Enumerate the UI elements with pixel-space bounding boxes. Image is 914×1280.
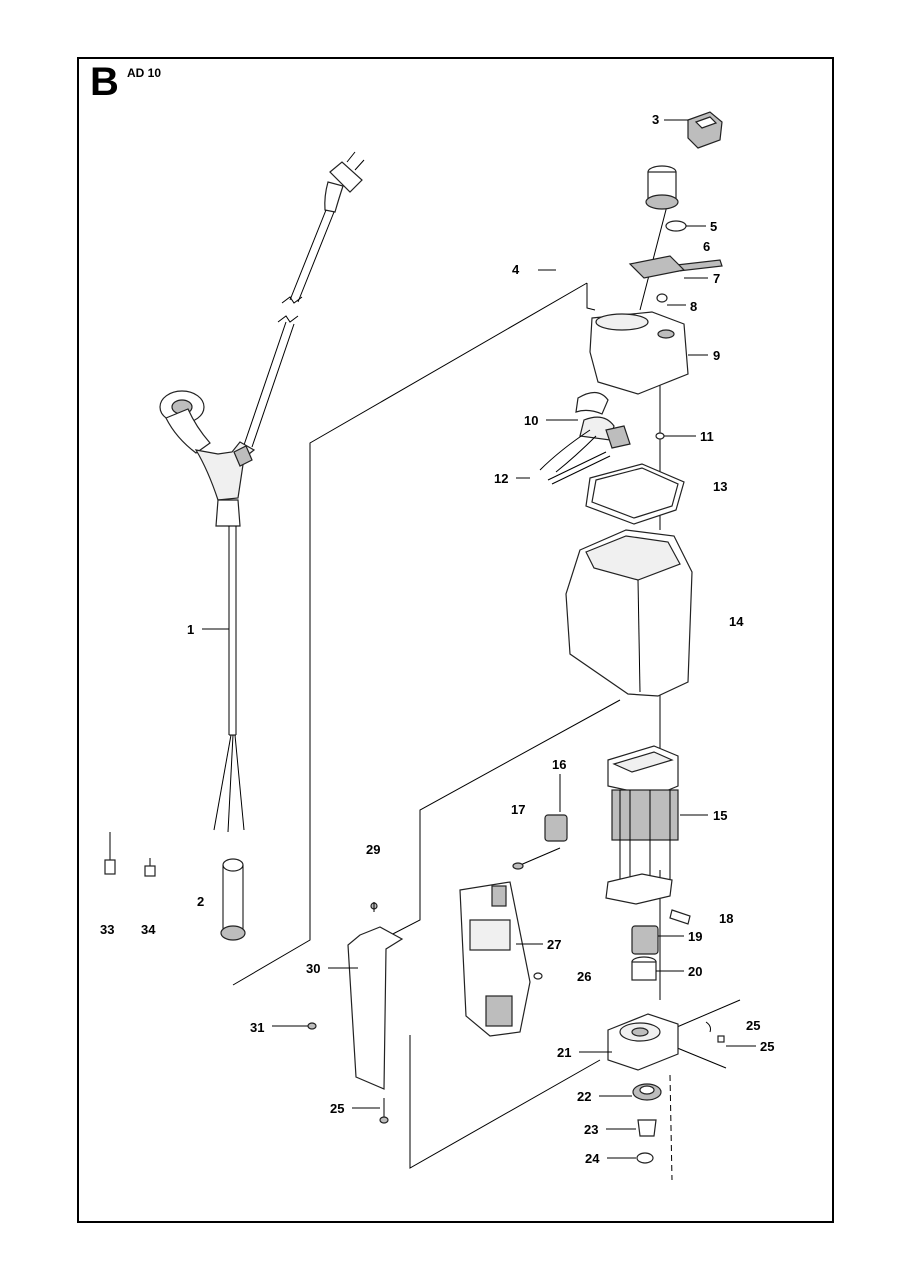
fastener-part-34 — [144, 858, 156, 877]
callout-26: 26 — [577, 969, 591, 984]
clip-parts-25 — [705, 1021, 725, 1043]
callout-14: 14 — [729, 614, 744, 629]
motor-part-15 — [605, 745, 679, 905]
callout-31: 31 — [250, 1020, 264, 1035]
gland-nut — [645, 165, 679, 210]
callout-19: 19 — [688, 929, 702, 944]
callout-5: 5 — [710, 219, 717, 234]
callout-33: 33 — [100, 922, 114, 937]
washer-part-24 — [636, 1152, 654, 1164]
callout-6: 6 — [703, 239, 710, 254]
bearing-part-19 — [631, 925, 659, 955]
screw-part-17 — [512, 847, 561, 870]
callout-12: 12 — [494, 471, 508, 486]
nut-part-8 — [656, 293, 668, 303]
pin-part-18 — [669, 909, 691, 925]
washer-part-5 — [665, 220, 687, 232]
seal-part-22 — [632, 1083, 662, 1101]
circuit-board-part-27 — [459, 881, 543, 1037]
knob-part-3 — [687, 111, 723, 149]
spring-part-12 — [547, 451, 611, 485]
diagram-frame — [77, 57, 834, 1223]
screw-part-31 — [307, 1022, 317, 1030]
callout-3: 3 — [652, 112, 659, 127]
callout-15: 15 — [713, 808, 727, 823]
callout-34: 34 — [141, 922, 156, 937]
capacitor-part-16 — [544, 814, 568, 842]
callout-8: 8 — [690, 299, 697, 314]
callout-16: 16 — [552, 757, 566, 772]
callout-25-bracket: 25 — [330, 1101, 344, 1116]
callout-9: 9 — [713, 348, 720, 363]
sleeve-part-2 — [220, 858, 246, 941]
callout-1: 1 — [187, 622, 194, 637]
section-letter: B — [90, 60, 119, 104]
callout-20: 20 — [688, 964, 702, 979]
callout-2: 2 — [197, 894, 204, 909]
callout-23: 23 — [584, 1122, 598, 1137]
flange-part-21 — [607, 1013, 679, 1071]
callout-24: 24 — [585, 1151, 600, 1166]
gasket-part-13 — [585, 463, 685, 525]
callout-21: 21 — [557, 1045, 571, 1060]
callout-labels: 1 2 3 4 5 6 7 8 9 10 11 12 13 14 15 16 1… — [100, 112, 774, 1166]
callout-25-upper: 25 — [746, 1018, 760, 1033]
screw-part-25-bottom — [379, 1098, 389, 1124]
callout-29: 29 — [366, 842, 380, 857]
callout-22: 22 — [577, 1089, 591, 1104]
callout-18: 18 — [719, 911, 733, 926]
housing-part-14 — [565, 529, 693, 697]
callout-4: 4 — [512, 262, 520, 277]
screw-part-11 — [655, 432, 665, 440]
top-cover-part-9 — [589, 311, 689, 395]
callout-10: 10 — [524, 413, 538, 428]
callout-7: 7 — [713, 271, 720, 286]
callout-11: 11 — [700, 429, 714, 444]
sleeve-part-20 — [631, 956, 657, 981]
plate-part-7 — [628, 255, 686, 279]
callout-30: 30 — [306, 961, 320, 976]
cable-gland-part-10 — [539, 391, 631, 473]
bracket-part-30 — [347, 902, 404, 1090]
callout-25-lower: 25 — [760, 1039, 774, 1054]
callout-17: 17 — [511, 802, 525, 817]
model-label: AD 10 — [127, 66, 162, 80]
assembly-leader-lines — [232, 174, 741, 1181]
fastener-part-33 — [104, 832, 116, 875]
power-cord-drawing — [159, 151, 365, 833]
callout-13: 13 — [713, 479, 727, 494]
callout-27: 27 — [547, 937, 561, 952]
nut-part-23 — [637, 1119, 657, 1137]
